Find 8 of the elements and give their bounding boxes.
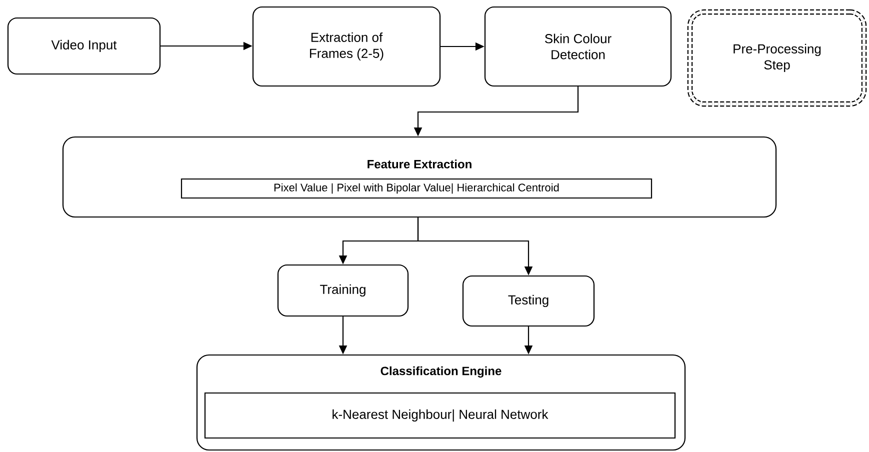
process-box: Extraction of Frames (2-5) xyxy=(252,6,441,87)
legend-box: Pre-Processing Step xyxy=(687,9,867,107)
process-box: Video Input xyxy=(7,17,161,75)
method-box: Pixel Value | Pixel with Bipolar Value| Hierarchical Centroid xyxy=(180,178,652,199)
process-box: Testing xyxy=(462,275,595,327)
method-box: k-Nearest Neighbour| Neural Network xyxy=(204,392,676,439)
process-box: Training xyxy=(277,264,409,317)
process-box: Skin Colour Detection xyxy=(484,6,672,87)
